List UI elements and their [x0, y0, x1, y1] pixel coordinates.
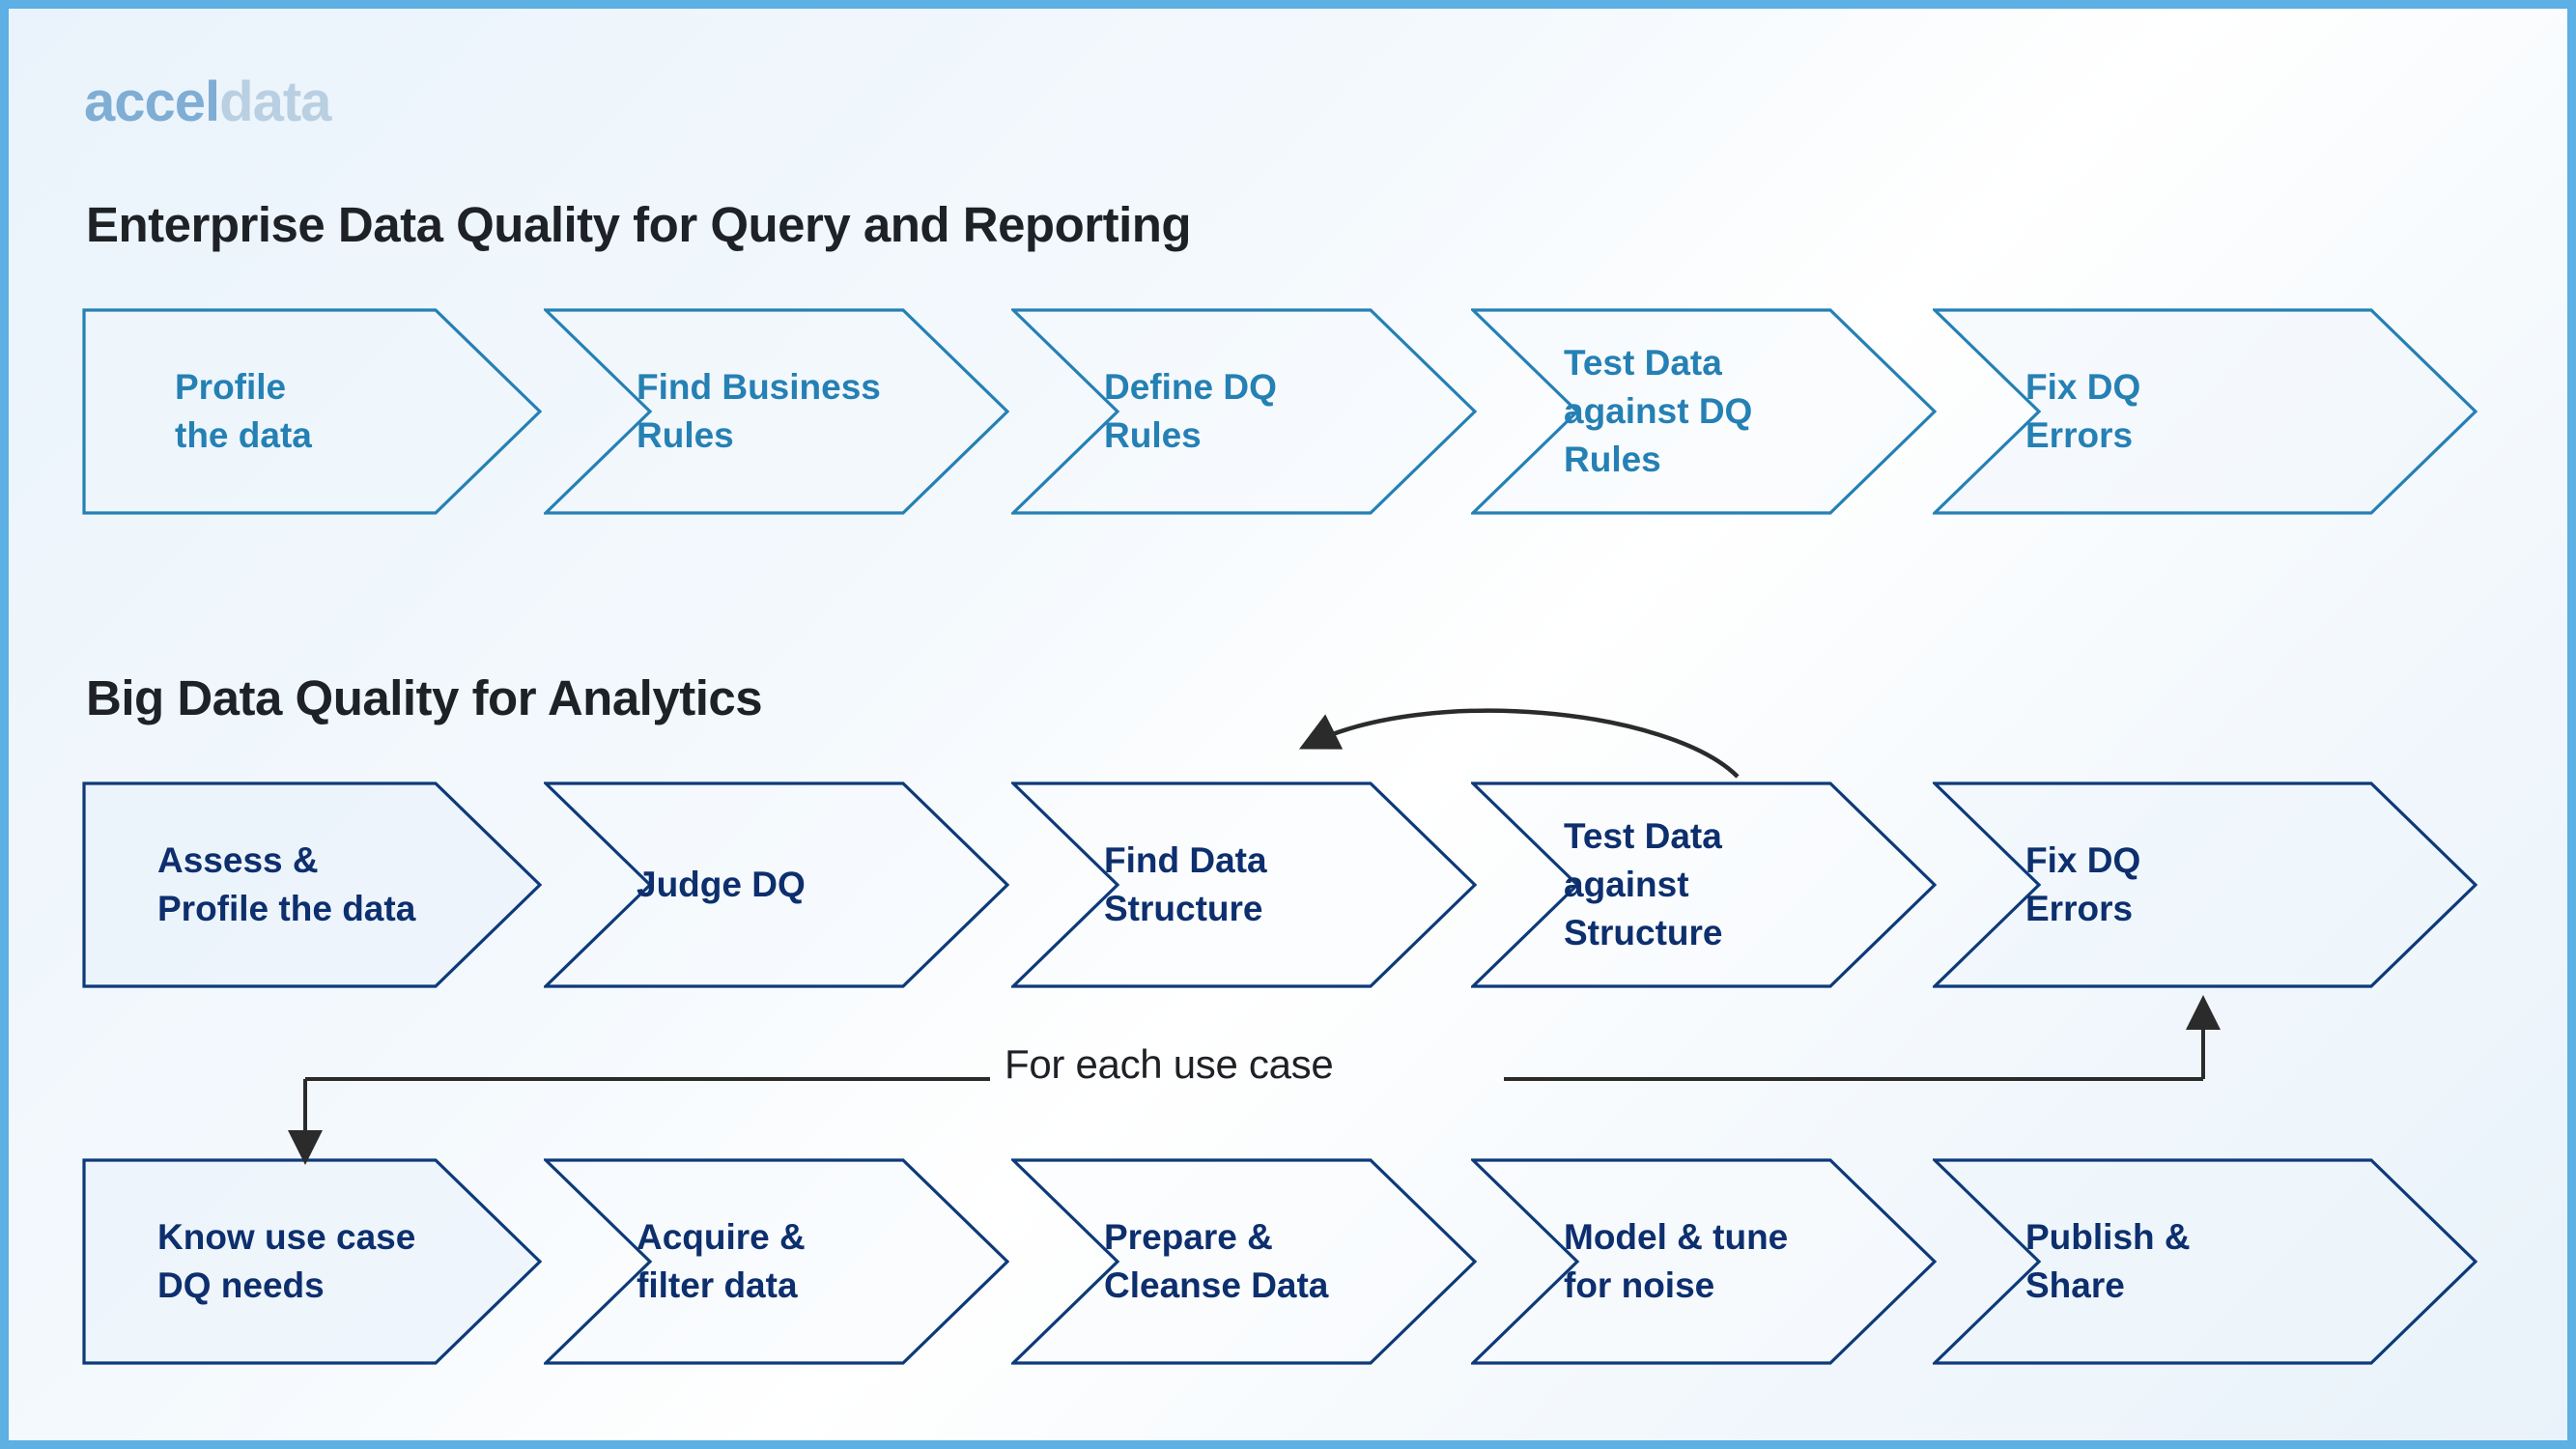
- chevron-shape: [82, 1158, 542, 1365]
- chevron-shape: [1011, 781, 1477, 988]
- logo-accel-text: accel: [84, 71, 220, 133]
- chevron-define-dq-rules[interactable]: Define DQ Rules: [1011, 308, 1477, 515]
- chevron-shape: [544, 781, 1009, 988]
- retest-loop-arrow: [1298, 708, 1740, 779]
- chevron-prepare-cleanse-data[interactable]: Prepare & Cleanse Data: [1011, 1158, 1477, 1365]
- chevron-shape: [1471, 308, 1937, 515]
- chevron-assess-profile-the-data[interactable]: Assess & Profile the data: [82, 781, 542, 988]
- chevron-shape: [1933, 781, 2477, 988]
- chevron-shape: [1471, 1158, 1937, 1365]
- use-case-flow-row: Know use case DQ needs Acquire & filter …: [9, 1158, 2567, 1365]
- for-each-use-case-label: For each use case: [1005, 1041, 1334, 1087]
- acceldata-logo: acceldata: [84, 71, 331, 133]
- chevron-shape: [82, 308, 542, 515]
- chevron-fix-dq-errors[interactable]: Fix DQ Errors: [1933, 308, 2477, 515]
- chevron-shape: [544, 1158, 1009, 1365]
- chevron-shape: [1933, 308, 2477, 515]
- chevron-test-data-against-structure[interactable]: Test Data against Structure: [1471, 781, 1937, 988]
- chevron-acquire-filter-data[interactable]: Acquire & filter data: [544, 1158, 1009, 1365]
- chevron-test-data-against-dq-rules[interactable]: Test Data against DQ Rules: [1471, 308, 1937, 515]
- chevron-profile-the-data[interactable]: Profile the data: [82, 308, 542, 515]
- chevron-find-business-rules[interactable]: Find Business Rules: [544, 308, 1009, 515]
- chevron-model-tune-for-noise[interactable]: Model & tune for noise: [1471, 1158, 1937, 1365]
- chevron-publish-share[interactable]: Publish & Share: [1933, 1158, 2477, 1365]
- chevron-fix-dq-errors-bigdata[interactable]: Fix DQ Errors: [1933, 781, 2477, 988]
- chevron-judge-dq[interactable]: Judge DQ: [544, 781, 1009, 988]
- logo-data-text: data: [219, 71, 331, 133]
- chevron-shape: [1933, 1158, 2477, 1365]
- chevron-shape: [544, 308, 1009, 515]
- bigdata-dq-flow-row: Assess & Profile the data Judge DQ Find …: [9, 781, 2567, 988]
- chevron-find-data-structure[interactable]: Find Data Structure: [1011, 781, 1477, 988]
- chevron-shape: [1011, 308, 1477, 515]
- chevron-shape: [1471, 781, 1937, 988]
- section-title-enterprise: Enterprise Data Quality for Query and Re…: [86, 197, 1192, 252]
- chevron-shape: [82, 781, 542, 988]
- section-title-bigdata: Big Data Quality for Analytics: [86, 670, 763, 725]
- enterprise-dq-flow-row: Profile the data Find Business Rules Def…: [9, 308, 2567, 515]
- chevron-shape: [1011, 1158, 1477, 1365]
- chevron-know-use-case-dq-needs[interactable]: Know use case DQ needs: [82, 1158, 542, 1365]
